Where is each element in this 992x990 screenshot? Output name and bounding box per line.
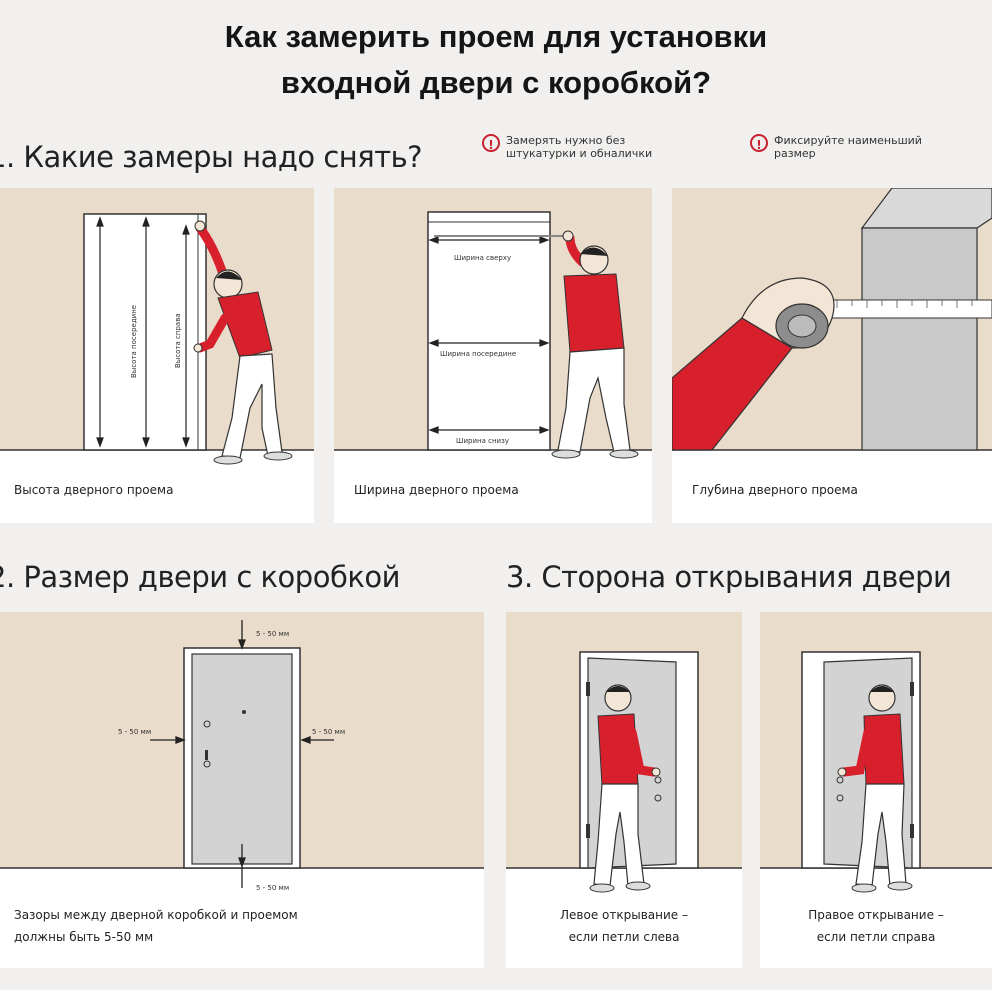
label-width-middle: Ширина посередине [440,350,516,358]
warning-icon: ! [482,134,500,152]
panel-height: Высота посередине Высота справа Высота д… [0,188,314,523]
label-height-right: Высота справа [174,313,182,368]
notice-no-plaster-text: Замерять нужно без штукатурки и обналичк… [506,134,652,160]
right-opening-illustration [760,612,992,968]
section-2-heading: 2. Размер двери с коробкой [0,560,400,594]
gap-right-label: 5 - 50 мм [312,728,345,736]
notice-1-line-1: Замерять нужно без [506,134,626,147]
warning-icon: ! [750,134,768,152]
left-opening-illustration [506,612,742,968]
label-width-top: Ширина сверху [454,254,511,262]
hinge-icon [910,682,914,696]
notice-1-line-2: штукатурки и обналички [506,147,653,160]
caption-gaps-1: Зазоры между дверной коробкой и проемом [14,908,298,922]
notice-no-plaster: ! Замерять нужно без штукатурки и обнали… [482,134,652,160]
caption-right-opening-1: Правое открывание – [808,908,944,922]
label-width-bottom: Ширина снизу [456,437,509,445]
title-line-2: входной двери с коробкой? [280,65,712,100]
hinge-icon [586,682,590,696]
notice-smallest-size: ! Фиксируйте наименьший размер [750,134,922,160]
hinge-icon [586,824,590,838]
panel-left-opening: Левое открывание – если петли слева [506,612,742,968]
notice-2-line-1: Фиксируйте наименьший [774,134,922,147]
hinge-icon [910,824,914,838]
person-measuring-height [193,220,293,465]
gap-left-label: 5 - 50 мм [118,728,151,736]
depth-illustration [672,188,992,523]
caption-right-opening-2: если петли справа [816,930,936,944]
panel-depth: Глубина дверного проема [672,188,992,523]
caption-height: Высота дверного проема [14,483,174,497]
gaps-illustration: 5 - 50 мм 5 - 50 мм 5 - 50 мм 5 - 50 мм [0,612,484,968]
notice-2-line-2: размер [774,147,816,160]
panel-width: Ширина сверху Ширина посередине Ширина с… [334,188,652,523]
caption-left-opening-1: Левое открывание – [560,908,688,922]
width-illustration: Ширина сверху Ширина посередине Ширина с… [334,188,652,523]
gap-bottom-label: 5 - 50 мм [256,884,289,892]
panel-right-opening: Правое открывание – если петли справа [760,612,992,968]
panel-gaps: 5 - 50 мм 5 - 50 мм 5 - 50 мм 5 - 50 мм … [0,612,484,968]
section-3-heading: 3. Сторона открывания двери [506,560,952,594]
title-line-1: Как замерить проем для установки [224,19,768,54]
notice-smallest-size-text: Фиксируйте наименьший размер [774,134,922,160]
caption-depth: Глубина дверного проема [692,483,858,497]
caption-left-opening-2: если петли слева [568,930,680,944]
person-measuring-width [434,230,639,459]
height-illustration: Высота посередине Высота справа [0,188,314,523]
gap-top-label: 5 - 50 мм [256,630,289,638]
caption-gaps-2: должны быть 5-50 мм [14,930,154,944]
page-title: Как замерить проем для установки входной… [0,14,992,106]
person-at-right-door [837,684,913,893]
section-1-heading: 1. Какие замеры надо снять? [0,140,423,174]
caption-width: Ширина дверного проема [354,483,519,497]
label-height-middle: Высота посередине [130,305,138,378]
person-at-left-door [589,684,661,893]
